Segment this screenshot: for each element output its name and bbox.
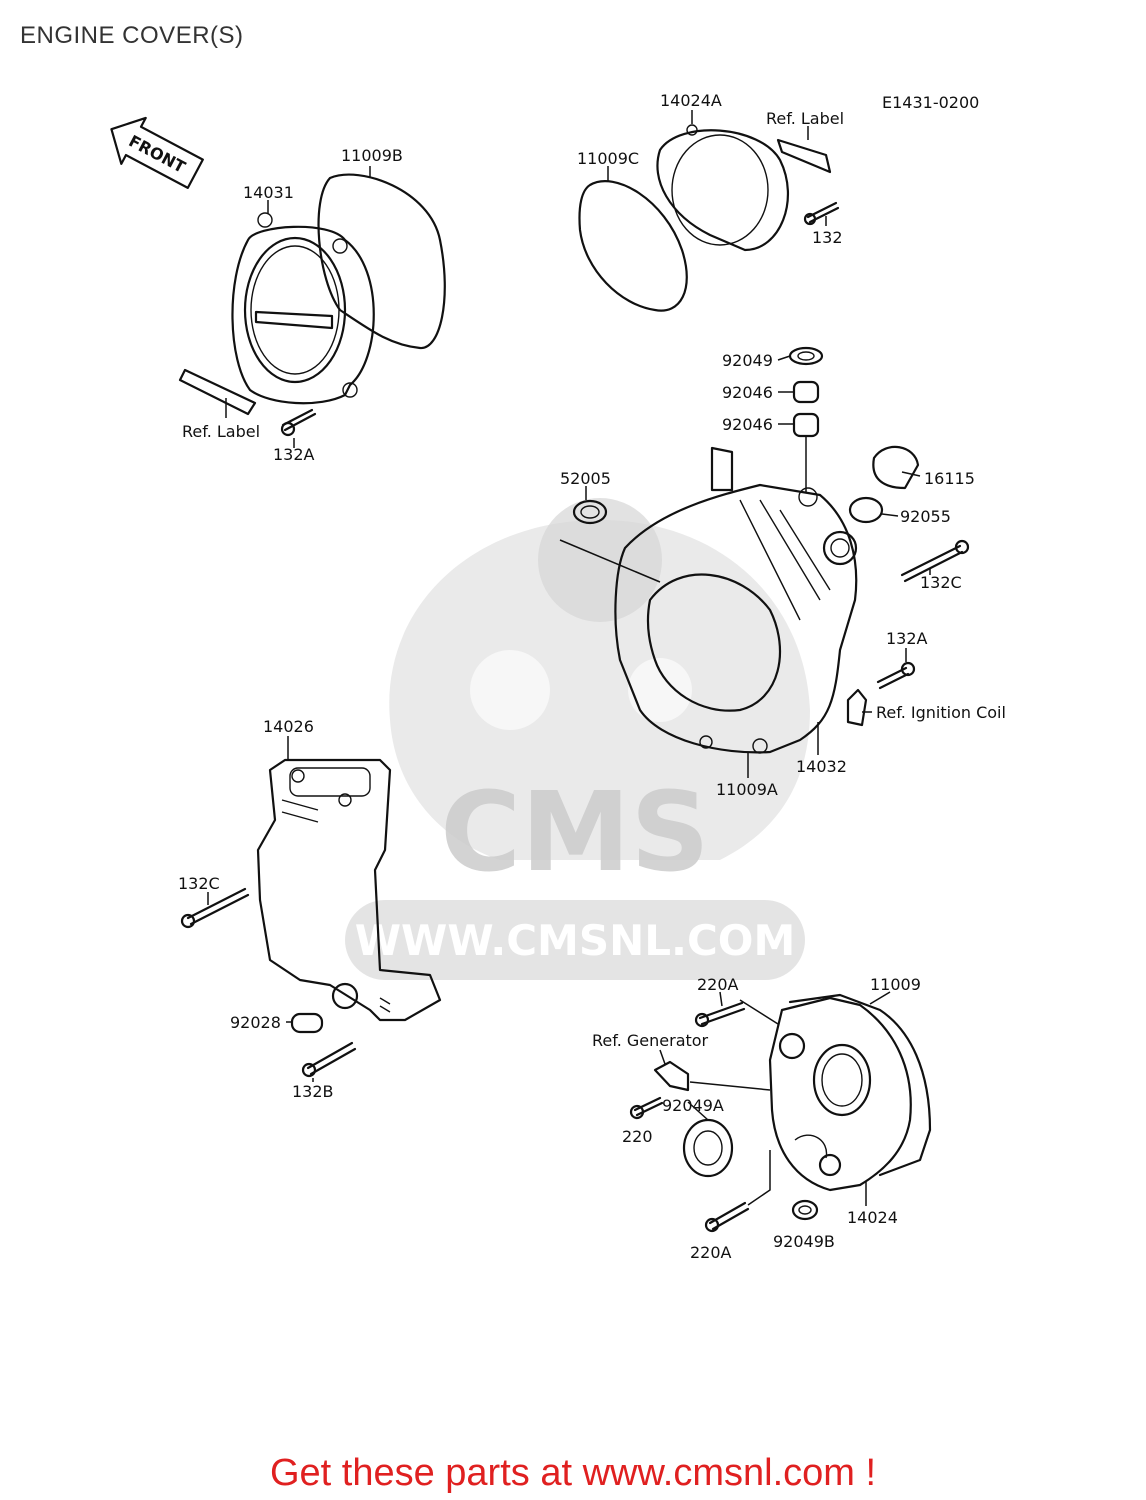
label-92049B: 92049B: [773, 1232, 835, 1251]
label-92028: 92028: [230, 1013, 281, 1032]
label-92049: 92049: [722, 351, 773, 370]
label-11009A: 11009A: [716, 780, 778, 799]
front-arrow-text: FRONT: [126, 131, 189, 177]
label-132B: 132B: [292, 1082, 334, 1101]
seal-92049: [788, 346, 824, 366]
label-11009B: 11009B: [341, 146, 403, 165]
seal-92049A: [682, 1118, 734, 1178]
diagram-code: E1431-0200: [882, 93, 979, 112]
ref-ignition-bracket: [846, 688, 868, 727]
part-14024A-cover: [656, 124, 789, 252]
part-11009-gasket: [788, 993, 932, 1177]
cap-16115: [872, 445, 920, 490]
bolt-220A-top: [694, 1001, 746, 1028]
label-14024A: 14024A: [660, 91, 722, 110]
label-14024: 14024: [847, 1208, 898, 1227]
cms-watermark: CMS WWW.CMSNL.COM: [345, 498, 810, 980]
oring-92055: [848, 496, 884, 524]
leader-lines: [207, 110, 931, 1206]
bolt-132C-left: [180, 887, 250, 929]
bolt-132A-right: [876, 661, 916, 690]
front-arrow-icon: FRONT: [110, 116, 204, 190]
label-14031: 14031: [243, 183, 294, 202]
part-14032-housing: [614, 446, 858, 754]
part-14026-cover: [256, 758, 442, 1022]
part-14024-cover: [768, 996, 912, 1192]
label-14032: 14032: [796, 757, 847, 776]
label-92055: 92055: [900, 507, 951, 526]
label-ref-ignition-coil: Ref. Ignition Coil: [876, 703, 1006, 722]
part-11009C-gasket: [578, 180, 688, 312]
bolt-132A-left: [280, 408, 317, 437]
label-132C-right: 132C: [920, 573, 962, 592]
bolt-132-top: [803, 201, 840, 226]
label-14026: 14026: [263, 717, 314, 736]
part-11009B-gasket: [317, 173, 446, 350]
label-132: 132: [812, 228, 843, 247]
parts-diagram: CMS WWW.CMSNL.COM FRONT E1431-0200: [110, 91, 1006, 1262]
ref-label-top-strip: [776, 138, 832, 174]
label-ref-generator: Ref. Generator: [592, 1031, 709, 1050]
label-132A-right: 132A: [886, 629, 928, 648]
label-220A-top: 220A: [697, 975, 739, 994]
label-16115: 16115: [924, 469, 975, 488]
seal-52005: [572, 499, 608, 525]
label-220A-bottom: 220A: [690, 1243, 732, 1262]
bolt-132B: [301, 1041, 357, 1078]
label-11009C: 11009C: [577, 149, 639, 168]
watermark-url: WWW.CMSNL.COM: [355, 916, 796, 965]
label-11009: 11009: [870, 975, 921, 994]
label-92049A: 92049A: [662, 1096, 724, 1115]
bushing-92046-b: [792, 412, 820, 438]
label-92046-a: 92046: [722, 383, 773, 402]
page-title: ENGINE COVER(S): [20, 22, 244, 49]
bolt-132C-right: [900, 539, 970, 583]
label-220: 220: [622, 1127, 653, 1146]
ref-label-left-plate: [178, 368, 257, 416]
sleeve-92028: [290, 1012, 324, 1034]
footer-link-text[interactable]: Get these parts at www.cmsnl.com !: [269, 1452, 877, 1494]
bolt-220: [629, 1096, 664, 1120]
label-132C-left: 132C: [178, 874, 220, 893]
ref-generator-bracket: [653, 1060, 690, 1092]
label-132A-left: 132A: [273, 445, 315, 464]
label-52005: 52005: [560, 469, 611, 488]
label-92046-b: 92046: [722, 415, 773, 434]
bolt-220A-bottom: [704, 1201, 750, 1233]
bushing-92046-a: [792, 380, 820, 404]
part-14031-cover: [231, 212, 375, 405]
seal-92049B: [791, 1199, 819, 1221]
watermark-brand: CMS: [440, 768, 709, 896]
label-ref-label-top: Ref. Label: [766, 109, 844, 128]
label-ref-label-left: Ref. Label: [182, 422, 260, 441]
